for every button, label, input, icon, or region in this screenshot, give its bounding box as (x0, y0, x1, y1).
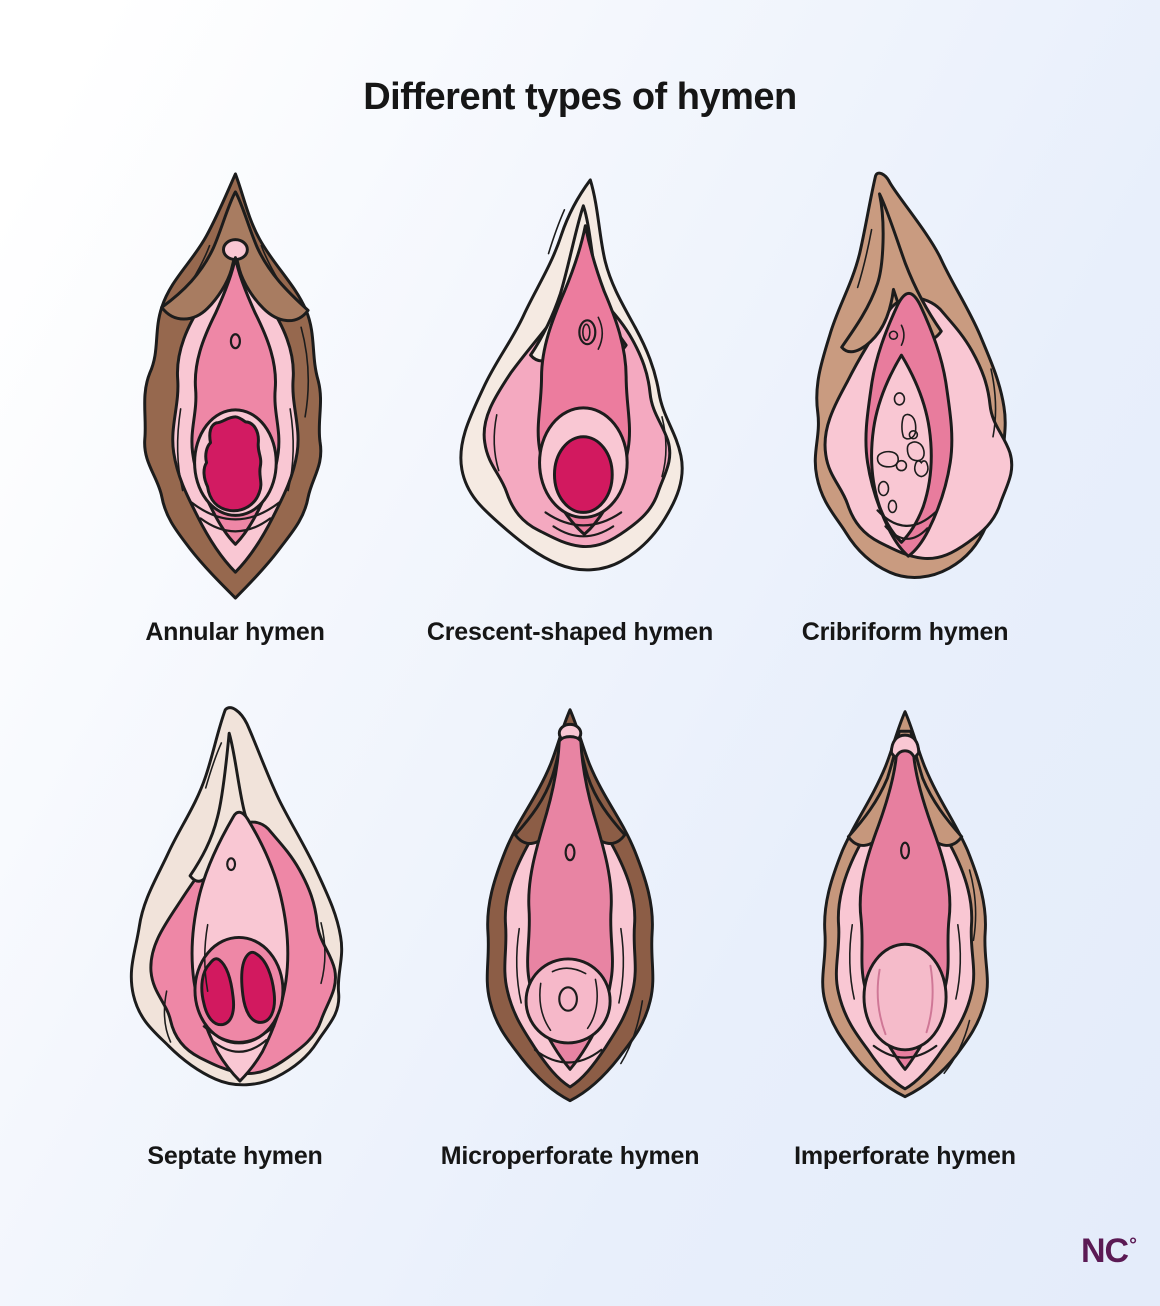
figure-label: Cribriform hymen (801, 618, 1009, 646)
membrane-sheen-line (876, 968, 887, 1036)
imperforate-hymen-illustration (821, 710, 989, 1099)
detail-line (286, 408, 294, 492)
clitoral-hood (159, 190, 310, 323)
membrane-sheen-line (925, 964, 934, 1034)
detail-line (618, 927, 625, 1004)
ripple-line (551, 525, 614, 538)
degree-mark-icon: ° (1129, 1234, 1137, 1257)
ripple-line (202, 1025, 276, 1044)
hymen-pore (877, 480, 889, 497)
figure-label: Septate hymen (147, 1142, 323, 1170)
figure-septate: Septate hymen (65, 698, 405, 1176)
figure-crescent: Crescent-shaped hymen (405, 166, 735, 652)
detail-line (176, 408, 184, 492)
hymen-pore (900, 413, 917, 440)
annular-hymen-illustration (142, 172, 322, 600)
hymen-opening-left (200, 957, 235, 1027)
urethral-slit (581, 323, 591, 342)
hymen-membrane (862, 942, 948, 1052)
detail-line (955, 923, 962, 1000)
detail-line (989, 368, 996, 438)
urethral-opening (888, 330, 898, 341)
page-title: Different types of hymen (363, 76, 797, 118)
ripple-line (872, 1044, 938, 1059)
ripple-line (883, 525, 928, 540)
hymen-opening-right (240, 950, 276, 1024)
detail-line (515, 927, 522, 1004)
figure-label: Imperforate hymen (794, 1142, 1016, 1170)
detail-line (856, 228, 872, 289)
figure-annular: Annular hymen (65, 166, 405, 652)
microperforate-hymen-illustration (485, 708, 655, 1103)
hymen-pore (908, 429, 918, 440)
hymen-pore (893, 392, 905, 406)
brand-logo: NC° (1081, 1232, 1137, 1271)
hymen-membrane (869, 353, 933, 544)
figure-imperforate: Imperforate hymen (735, 698, 1075, 1176)
figure-microperforate: Microperforate hymen (405, 698, 735, 1176)
detail-line (299, 326, 309, 418)
detail-line (968, 869, 977, 942)
ripple-line (876, 509, 936, 527)
membrane-inner-line (586, 978, 598, 1030)
hymen-pore (895, 459, 907, 472)
figure-label: Microperforate hymen (440, 1142, 700, 1170)
hymen-micro-opening (558, 986, 578, 1012)
detail-line (900, 324, 905, 346)
crescent-hymen-illustration (459, 178, 684, 572)
hymen-opening (552, 435, 614, 514)
membrane-inner-line (539, 982, 552, 1032)
hymen-pore (906, 441, 925, 462)
hymen-pore (913, 460, 929, 478)
detail-line (260, 244, 280, 283)
hymen-pore (876, 450, 899, 468)
detail-line (547, 209, 565, 255)
hymen-opening (202, 415, 262, 513)
detail-line (620, 1000, 644, 1065)
detail-line (203, 923, 209, 992)
ripple-line (199, 517, 271, 533)
detail-line (660, 416, 667, 478)
hymen-pore (887, 499, 897, 514)
detail-line (493, 414, 500, 472)
hymen-membrane (524, 957, 612, 1045)
ripple-line (533, 1048, 603, 1064)
urethral-opening (226, 857, 237, 872)
figure-label: Crescent-shaped hymen (426, 618, 714, 646)
urethral-opening (564, 843, 576, 862)
urethral-opening (577, 319, 596, 346)
cribriform-hymen-illustration (813, 171, 1013, 579)
urethral-opening (229, 333, 241, 350)
septate-hymen-illustration (129, 706, 344, 1087)
detail-line (848, 923, 855, 1000)
detail-line (163, 990, 172, 1043)
ripple-line (544, 511, 622, 527)
detail-line (190, 244, 210, 283)
detail-line (597, 316, 603, 350)
brand-logo-text: NC (1081, 1232, 1129, 1270)
detail-line (943, 1019, 971, 1075)
detail-line (204, 742, 223, 789)
urethral-opening (900, 841, 910, 860)
membrane-inner-line (551, 967, 587, 975)
figure-cribriform: Cribriform hymen (735, 166, 1075, 652)
detail-line (320, 921, 326, 985)
ripple-line (210, 1038, 268, 1053)
ripple-line (190, 501, 280, 521)
figure-grid: Annular hymen Crescent-shaped hymen (65, 166, 1075, 1176)
figure-label: Annular hymen (145, 618, 325, 646)
